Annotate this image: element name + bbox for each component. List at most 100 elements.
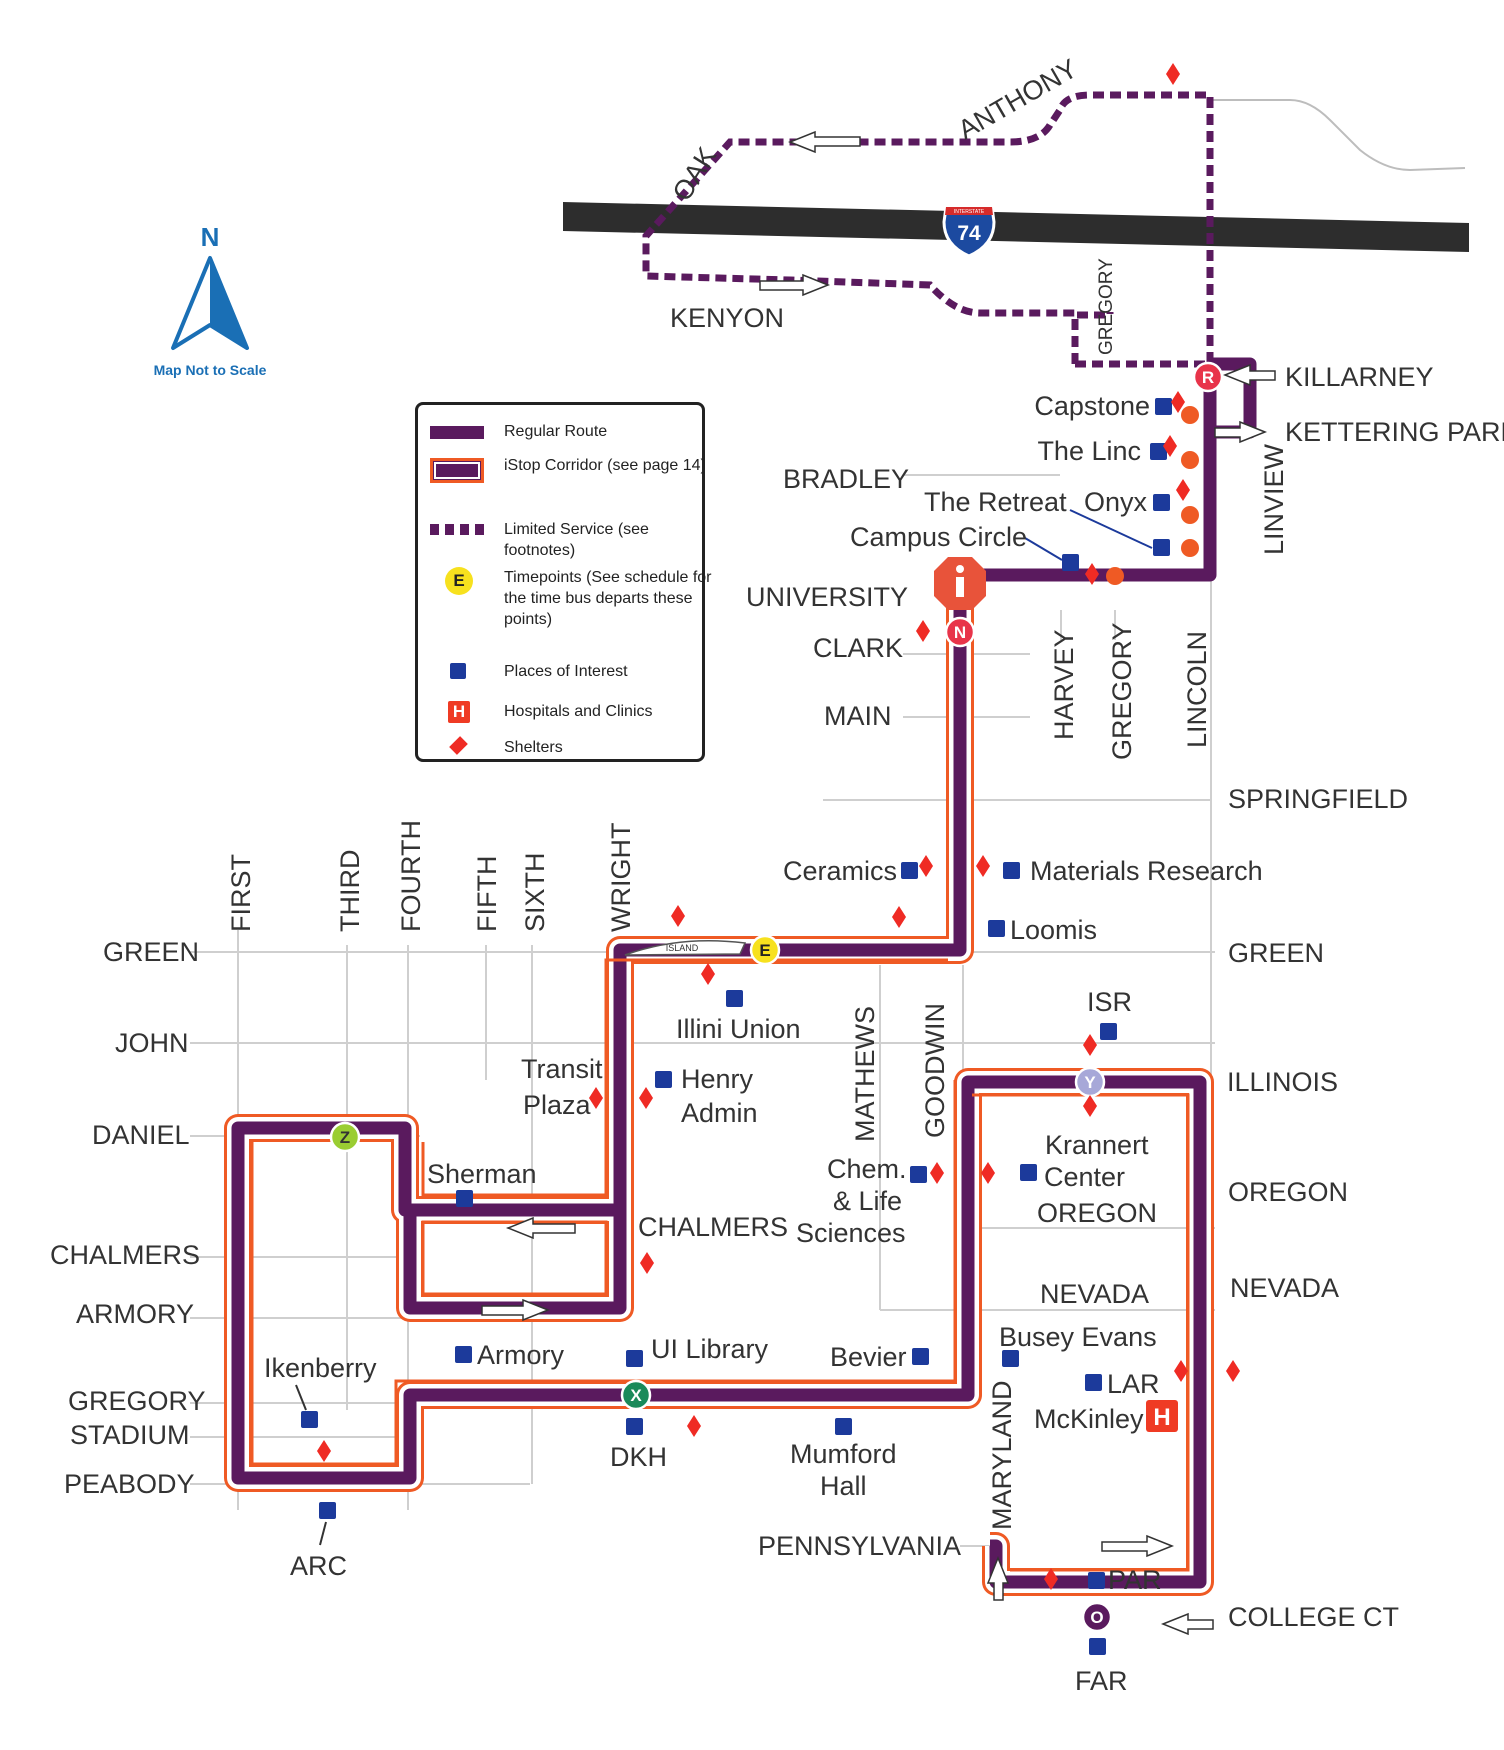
street-label-oregon-inner: OREGON <box>1037 1198 1157 1228</box>
shelter-icon <box>1083 1034 1097 1056</box>
place-label-transit-1: Transit <box>521 1054 603 1084</box>
place-label-lar: LAR <box>1107 1369 1160 1399</box>
poi-icon <box>726 990 743 1007</box>
interstate-shield-icon: INTERSTATE 74 <box>942 205 996 258</box>
poi-icon <box>910 1166 927 1183</box>
poi-icon <box>1100 1023 1117 1040</box>
place-label-illini-union: Illini Union <box>676 1014 801 1044</box>
place-label-chem-3: Sciences <box>796 1218 906 1248</box>
place-label-the-linc: The Linc <box>1037 436 1141 466</box>
street-label-killarney: KILLARNEY <box>1285 362 1434 392</box>
poi-icon <box>319 1502 336 1519</box>
svg-text:E: E <box>759 941 770 960</box>
street-label-sixth: SIXTH <box>520 852 550 932</box>
svg-text:R: R <box>1202 368 1214 387</box>
place-label-materials-research: Materials Research <box>1030 856 1263 886</box>
street-label-daniel: DANIEL <box>92 1120 190 1150</box>
poi-icon <box>1153 494 1170 511</box>
street-label-wright: WRIGHT <box>606 823 636 932</box>
street-label-bradley: BRADLEY <box>783 464 909 494</box>
shelter-icon <box>1226 1360 1240 1382</box>
shelter-icon <box>1166 63 1180 85</box>
place-label-campus-circle: Campus Circle <box>850 522 1027 552</box>
shelter-icon <box>981 1162 995 1184</box>
street-label-kenyon: KENYON <box>670 303 784 333</box>
place-label-armory: Armory <box>477 1340 564 1370</box>
accessible-stop-icon <box>1181 506 1199 524</box>
street-label-green-right: GREEN <box>1228 938 1324 968</box>
street-label-oak: OAK <box>667 142 723 206</box>
place-label-krannert-1: Krannert <box>1045 1130 1149 1160</box>
street-label-nevada-inner: NEVADA <box>1040 1279 1149 1309</box>
poi-icon <box>1085 1374 1102 1391</box>
street-label-lincoln: LINCOLN <box>1182 631 1212 748</box>
poi-icon <box>1003 862 1020 879</box>
shelter-icon <box>317 1440 331 1462</box>
place-label-henry-2: Admin <box>681 1098 758 1128</box>
place-label-krannert-2: Center <box>1044 1162 1125 1192</box>
street-label-third: THIRD <box>335 850 365 933</box>
timepoint-r: R <box>1192 361 1224 393</box>
place-label-isr: ISR <box>1087 987 1132 1017</box>
street-label-college-ct: COLLEGE CT <box>1228 1602 1399 1632</box>
interstate-number: 74 <box>957 222 981 245</box>
street-grid <box>190 99 1466 1547</box>
street-label-kettering-park: KETTERING PARK <box>1285 417 1504 447</box>
street-label-nevada-right: NEVADA <box>1230 1273 1339 1303</box>
svg-text:Y: Y <box>1084 1073 1096 1092</box>
street-label-pennsylvania: PENNSYLVANIA <box>758 1531 961 1561</box>
shelter-icon <box>671 905 685 927</box>
svg-text:H: H <box>1153 1404 1170 1431</box>
poi-icon <box>456 1190 473 1207</box>
shelter-icon <box>589 1087 603 1109</box>
regular-route <box>231 357 1257 1589</box>
svg-text:N: N <box>954 623 966 642</box>
street-label-mathews: MATHEWS <box>850 1006 880 1142</box>
north-letter: N <box>200 222 220 252</box>
place-label-transit-2: Plaza <box>523 1090 592 1120</box>
poi-icon <box>912 1348 929 1365</box>
street-label-chalmers-mid: CHALMERS <box>638 1212 788 1242</box>
legend-item-shelter: Shelters <box>430 736 714 759</box>
place-label-loomis: Loomis <box>1010 915 1097 945</box>
arrow-right-icon <box>1101 1534 1175 1558</box>
street-label-fifth: FIFTH <box>472 856 502 932</box>
interstate-74: INTERSTATE 74 <box>563 202 1469 258</box>
timepoint-x: X <box>620 1379 652 1411</box>
shelter-icon <box>930 1162 944 1184</box>
place-label-ceramics: Ceramics <box>783 856 897 886</box>
legend-item-hospital: H Hospitals and Clinics <box>430 701 714 723</box>
island-label: ISLAND <box>666 943 699 953</box>
place-label-bevier: Bevier <box>830 1342 907 1372</box>
street-label-springfield: SPRINGFIELD <box>1228 784 1408 814</box>
street-label-illinois: ILLINOIS <box>1227 1067 1338 1097</box>
accessible-stop-icon <box>1181 406 1199 424</box>
legend-item-regular: Regular Route <box>430 421 714 443</box>
hospital-icon: H <box>448 701 470 723</box>
legend: Regular Route iStop Corridor (see page 1… <box>415 402 712 762</box>
shelter-icon <box>1174 1360 1188 1382</box>
place-label-onyx: Onyx <box>1084 487 1148 517</box>
place-label-par: PAR <box>1108 1565 1162 1595</box>
street-label-first: FIRST <box>226 854 256 932</box>
accessible-stop-icon <box>1181 539 1199 557</box>
poi-icon <box>1088 1572 1105 1589</box>
timepoint-y: Y <box>1074 1066 1106 1098</box>
timepoint-e: E <box>749 934 781 966</box>
place-label-dkh: DKH <box>610 1442 667 1472</box>
street-label-chalmers-left: CHALMERS <box>50 1240 200 1270</box>
place-label-far: FAR <box>1075 1666 1128 1696</box>
place-label-mumford-1: Mumford <box>790 1439 897 1469</box>
place-label-mckinley: McKinley <box>1034 1404 1144 1434</box>
arrow-right-icon <box>481 1298 551 1322</box>
arrow-left-icon <box>787 130 861 154</box>
shelter-icon <box>449 736 468 755</box>
street-label-gregory-mid: GREGORY <box>1107 622 1137 760</box>
shelter-icon <box>976 855 990 877</box>
street-label-clark: CLARK <box>813 633 903 663</box>
arrow-left-icon <box>505 1216 576 1240</box>
street-label-peabody: PEABODY <box>64 1469 195 1499</box>
poi-icon <box>1089 1638 1106 1655</box>
place-label-arc: ARC <box>290 1551 347 1581</box>
